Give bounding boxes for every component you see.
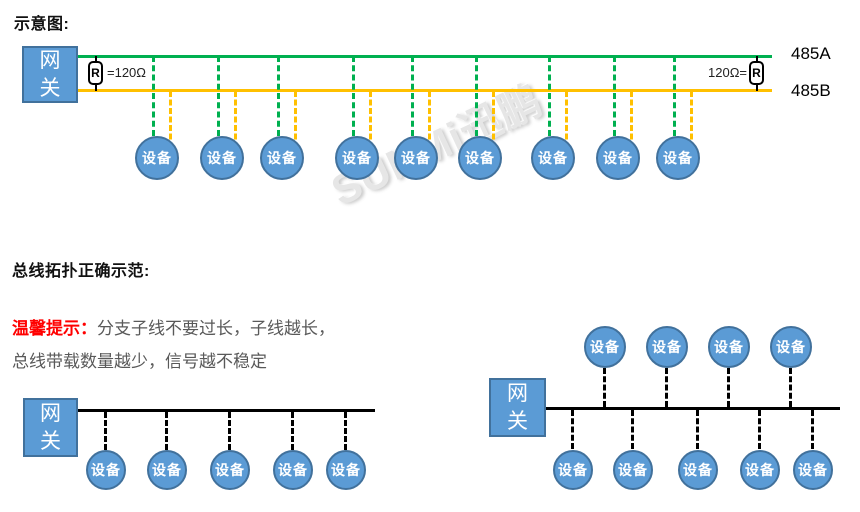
- drop-line: [571, 410, 574, 449]
- schematic-title: 示意图:: [14, 16, 70, 33]
- device-node: 设备: [210, 450, 250, 490]
- bus-label-485b: 485B: [791, 81, 831, 100]
- gateway-label: 网关: [39, 402, 61, 453]
- drop-line-485a: [217, 56, 220, 136]
- gateway-node-bottom-right: 网关: [489, 378, 546, 437]
- device-node: 设备: [458, 136, 502, 180]
- device-node: 设备: [770, 326, 812, 368]
- bus-line-bottom-left: [78, 409, 375, 412]
- gateway-node-bottom-left: 网关: [23, 398, 78, 457]
- bus-line-bottom-right: [546, 407, 840, 410]
- device-node: 设备: [740, 450, 780, 490]
- drop-line-485b: [234, 91, 237, 148]
- bus-line-485b: [78, 89, 772, 92]
- drop-line: [758, 410, 761, 449]
- drop-line-485a: [673, 56, 676, 136]
- tip-label: 温馨提示：: [12, 319, 97, 338]
- gateway-label: 网关: [506, 382, 528, 433]
- device-node: 设备: [200, 136, 244, 180]
- drop-line-485b: [369, 91, 372, 148]
- drop-line-485b: [690, 91, 693, 148]
- gateway-node-top: 网关: [22, 46, 78, 103]
- drop-line-485a: [277, 56, 280, 136]
- drop-line: [603, 368, 606, 407]
- drop-line: [696, 410, 699, 449]
- device-node: 设备: [335, 136, 379, 180]
- termination-resistor-left-icon: R: [88, 61, 103, 85]
- tip-line-2: 总线带载数量越少，信号越不稳定: [12, 352, 267, 371]
- drop-line: [104, 412, 107, 450]
- drop-line: [291, 412, 294, 450]
- bus-line-485a: [78, 55, 772, 58]
- device-node: 设备: [260, 136, 304, 180]
- drop-line-485b: [492, 91, 495, 148]
- device-node: 设备: [656, 136, 700, 180]
- device-node: 设备: [86, 450, 126, 490]
- termination-resistor-right-icon: R: [749, 61, 764, 85]
- drop-line: [665, 368, 668, 407]
- drop-line-485b: [428, 91, 431, 148]
- tip-text-1: 分支子线不要过长，子线越长，: [97, 319, 335, 338]
- termination-resistor-left-label: =120Ω: [107, 65, 146, 80]
- device-node: 设备: [584, 326, 626, 368]
- device-node: 设备: [596, 136, 640, 180]
- device-node: 设备: [646, 326, 688, 368]
- device-node: 设备: [708, 326, 750, 368]
- drop-line-485a: [613, 56, 616, 136]
- drop-line-485b: [565, 91, 568, 148]
- drop-line: [344, 412, 347, 450]
- drop-line: [727, 368, 730, 407]
- device-node: 设备: [147, 450, 187, 490]
- device-node: 设备: [135, 136, 179, 180]
- device-node: 设备: [793, 450, 833, 490]
- drop-line-485b: [630, 91, 633, 148]
- drop-line: [631, 410, 634, 449]
- device-node: 设备: [326, 450, 366, 490]
- drop-line-485a: [548, 56, 551, 136]
- drop-line: [811, 410, 814, 449]
- drop-line-485a: [352, 56, 355, 136]
- drop-line-485a: [411, 56, 414, 136]
- tip-line-1: 温馨提示：分支子线不要过长，子线越长，: [12, 314, 335, 339]
- gateway-label: 网关: [39, 49, 61, 100]
- bus-label-485a: 485A: [791, 44, 831, 63]
- device-node: 设备: [613, 450, 653, 490]
- device-node: 设备: [273, 450, 313, 490]
- device-node: 设备: [394, 136, 438, 180]
- drop-line-485b: [169, 91, 172, 148]
- drop-line-485a: [475, 56, 478, 136]
- device-node: 设备: [531, 136, 575, 180]
- drop-line: [165, 412, 168, 450]
- drop-line: [228, 412, 231, 450]
- device-node: 设备: [553, 450, 593, 490]
- drop-line-485b: [294, 91, 297, 148]
- drop-line: [789, 368, 792, 407]
- termination-resistor-right-label: 120Ω=: [708, 65, 747, 80]
- drop-line-485a: [152, 56, 155, 136]
- topology-title: 总线拓扑正确示范:: [12, 263, 150, 280]
- device-node: 设备: [678, 450, 718, 490]
